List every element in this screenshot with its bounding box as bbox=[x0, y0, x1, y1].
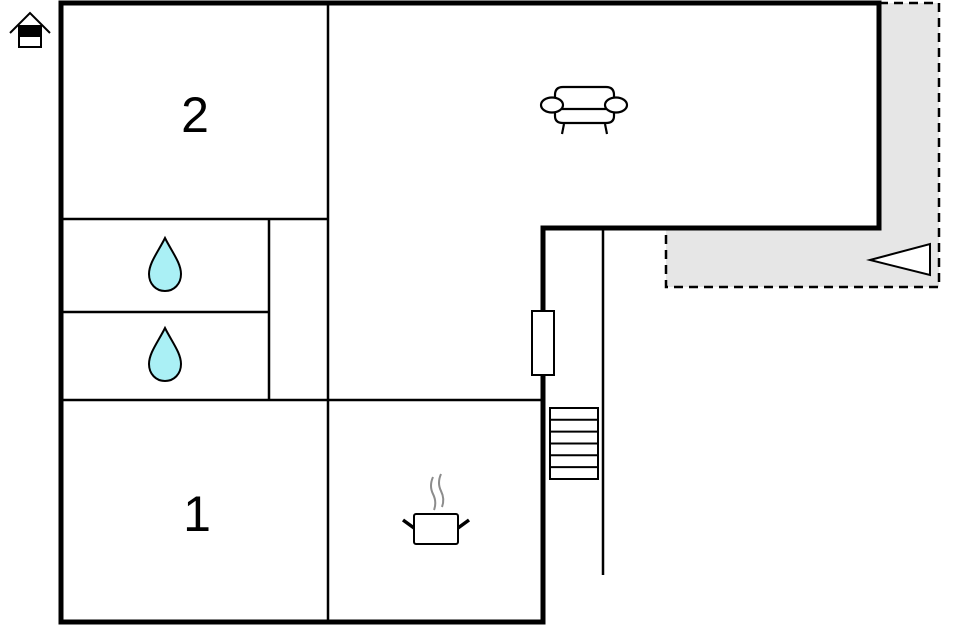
room-label-1: 1 bbox=[183, 486, 211, 542]
water-drop-icon bbox=[147, 235, 183, 293]
stairs-icon bbox=[549, 407, 599, 480]
interior-walls bbox=[61, 3, 605, 622]
house-icon bbox=[9, 11, 51, 48]
door-icon bbox=[531, 310, 555, 376]
terrace bbox=[664, 1, 941, 289]
room-label-2: 2 bbox=[181, 87, 209, 143]
outer-wall bbox=[58, 0, 882, 625]
water-drop-icon bbox=[147, 325, 183, 383]
triangle-marker-icon bbox=[866, 242, 931, 277]
cooking-pot-icon bbox=[401, 473, 471, 545]
armchair-icon bbox=[539, 85, 629, 135]
